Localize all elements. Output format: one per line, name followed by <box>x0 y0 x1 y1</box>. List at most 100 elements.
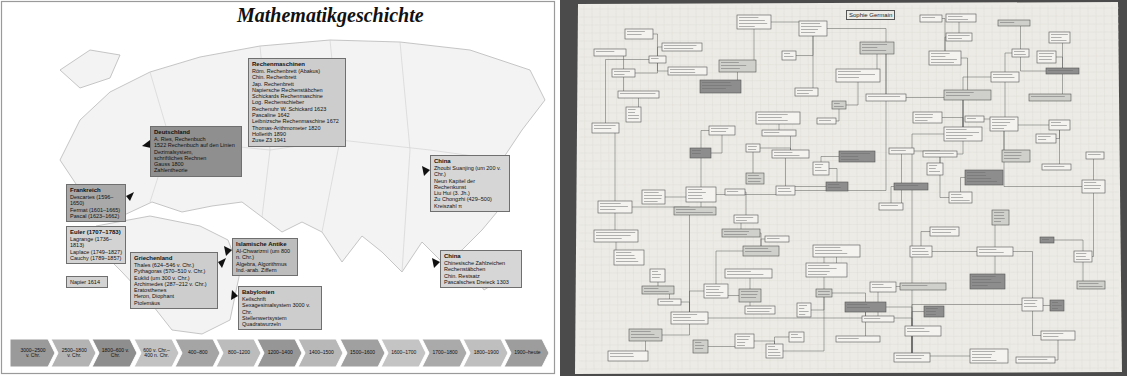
scribble <box>925 153 954 154</box>
scribble <box>596 51 614 52</box>
mindmap-box <box>668 67 707 75</box>
paper-grid <box>579 5 1119 371</box>
grid-line <box>592 5 594 371</box>
box-text: Thales (624–546 v. Chr.) <box>134 262 214 268</box>
scribble <box>838 71 861 72</box>
mindmap-box <box>977 247 1013 256</box>
scribble <box>748 181 760 182</box>
grid-line <box>600 5 602 371</box>
scribble <box>931 53 950 54</box>
scribble <box>676 209 696 210</box>
scribble <box>644 291 669 292</box>
scribble <box>972 282 1001 283</box>
box-text: Al-Chwarizmi (um 800 n. Chr.) <box>236 248 294 261</box>
grid-line <box>608 5 610 371</box>
box-text: Pascalsches Dreieck 1303 <box>444 279 518 285</box>
box-text: Sexagesimalsystem 3000 v. Chr. <box>242 302 318 315</box>
box-text: 1800–1900 <box>463 339 508 367</box>
timeline-chevron: 1400–1500 <box>298 339 343 367</box>
scribble <box>931 56 945 57</box>
scribble <box>1079 286 1103 287</box>
mindmap-lines <box>606 18 1096 360</box>
box-heading: Euler (1707–1783) <box>70 229 122 236</box>
mindmap-box <box>806 263 847 277</box>
scribble <box>616 258 636 259</box>
mindmap-box <box>910 246 932 257</box>
island-shape <box>60 50 120 88</box>
box-text: Fermat (1601–1665) <box>70 207 122 213</box>
scribble <box>676 212 713 213</box>
scribble <box>660 301 673 302</box>
scribble <box>815 164 823 165</box>
mindmap-box <box>649 56 666 63</box>
scribble <box>1051 122 1061 123</box>
mindmap-box <box>870 282 896 292</box>
scribble <box>628 118 639 119</box>
grid-line <box>579 232 1119 233</box>
scribble <box>972 357 991 358</box>
chevron-fill <box>92 339 137 367</box>
poster-paper <box>575 2 1122 374</box>
box-text: Zhoubi Suanjing (um 200 v. Chr.) <box>434 165 506 178</box>
mindmap-box <box>924 306 944 317</box>
scribble <box>815 170 827 171</box>
scribble <box>931 62 954 63</box>
scribble <box>1042 239 1049 240</box>
mindmap-box <box>746 144 760 152</box>
mindmap-box <box>900 283 946 290</box>
scribble <box>737 342 745 343</box>
chevron-fill <box>422 339 467 367</box>
scribble <box>644 201 658 202</box>
scribble <box>799 311 809 312</box>
scribble <box>727 274 763 275</box>
scribble <box>993 74 1012 75</box>
scribble <box>1024 300 1037 301</box>
chevron-fill <box>134 339 179 367</box>
mindmap-box <box>671 312 708 324</box>
border-line <box>400 42 410 272</box>
mindmap-line <box>606 60 658 129</box>
mindmap-box <box>642 190 665 204</box>
scribble <box>992 119 1015 120</box>
mindmap-box <box>765 236 789 242</box>
box-text: Descartes (1596–1650) <box>70 194 122 207</box>
mindmap-box <box>700 80 741 93</box>
scribble <box>841 159 859 160</box>
scribble <box>627 34 642 35</box>
scribble <box>896 185 918 186</box>
region-box: RechenmaschinenRöm. Rechenbrett (Abakus)… <box>248 58 346 147</box>
timeline-chevron: 1600–1700 <box>381 339 426 367</box>
mindmap-line <box>701 131 722 195</box>
scribble <box>748 146 757 147</box>
scribble <box>979 252 1004 253</box>
mindmap-line <box>1050 71 1063 98</box>
scribble <box>739 23 767 24</box>
scribble <box>774 155 799 156</box>
box-text: Schickards Rechenmaschine <box>252 93 342 99</box>
box-heading: Islamische Antike <box>236 241 294 248</box>
scribble <box>748 149 756 150</box>
grid-line <box>992 5 994 371</box>
scribble <box>692 153 701 154</box>
mindmap-box <box>1049 32 1070 43</box>
mindmap-box <box>920 15 942 22</box>
map-outline <box>60 40 545 334</box>
mindmap-box <box>629 329 662 341</box>
scribble <box>1048 70 1073 71</box>
scribble <box>600 206 628 207</box>
scribble <box>847 304 867 305</box>
scribble <box>994 215 1004 216</box>
pointer <box>422 166 430 176</box>
box-text: Stellenwertsystem <box>242 315 318 321</box>
scribble <box>946 138 966 139</box>
mindmap-box <box>1077 281 1105 289</box>
scribble <box>881 205 898 206</box>
scribble <box>838 74 875 75</box>
box-text: Pythagoras (570–510 v. Chr.) <box>134 268 214 274</box>
box-heading: Griechenland <box>134 255 214 262</box>
scribble <box>758 117 782 118</box>
scribble <box>673 317 691 318</box>
scribble <box>784 53 790 54</box>
grid-line <box>579 48 1119 49</box>
scribble <box>702 88 726 89</box>
